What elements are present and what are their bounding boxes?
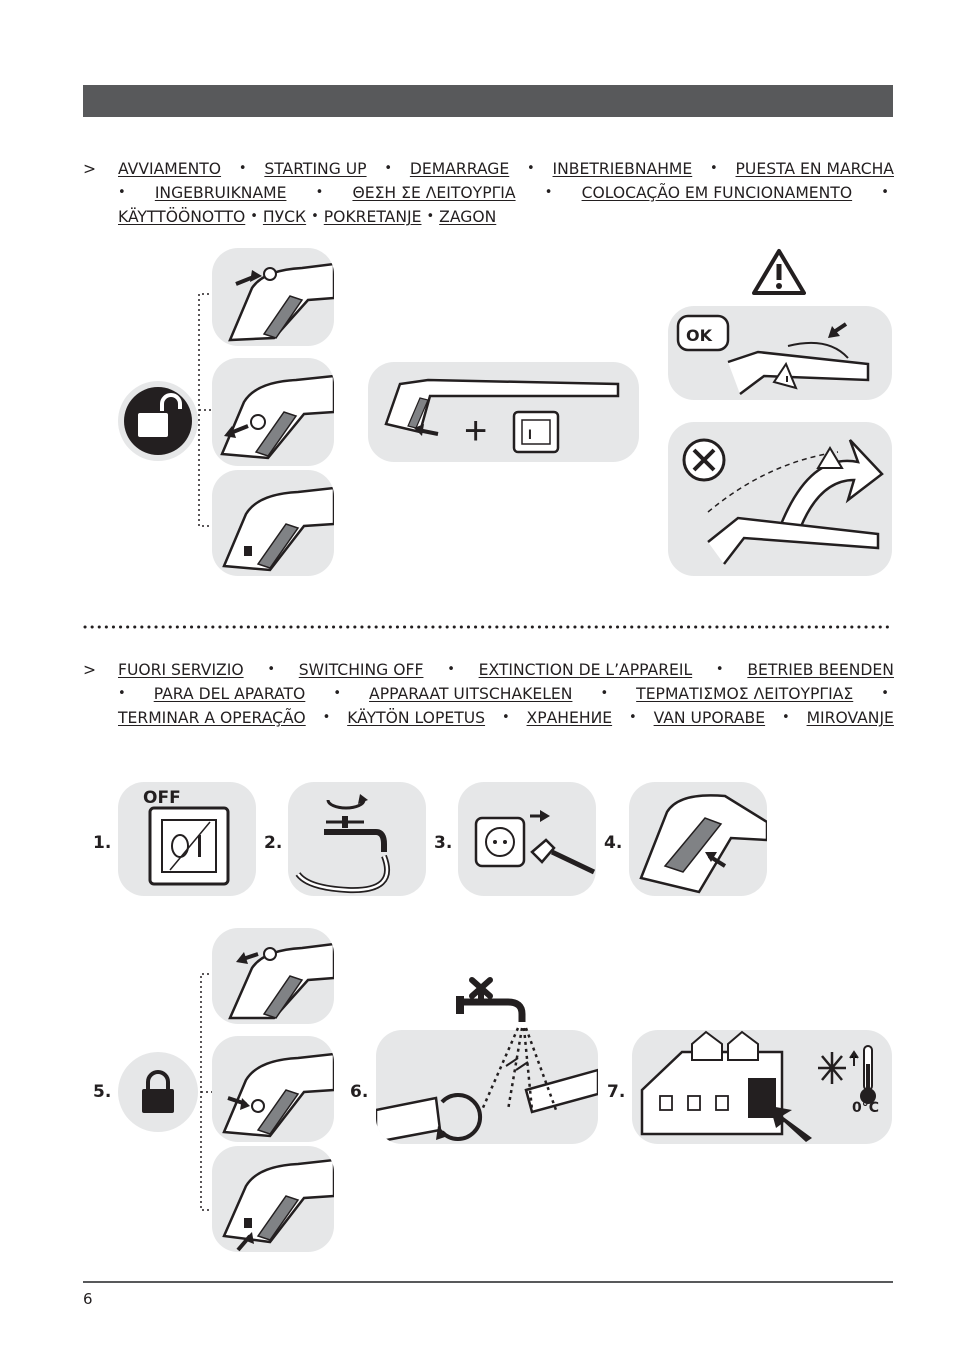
title-pt: TERMINAR A OPERAÇÃO — [118, 709, 306, 727]
step-number: 2. — [264, 833, 283, 853]
kickback-illustration — [682, 438, 884, 565]
close-tap-tile — [288, 782, 426, 896]
title-sl: ZAGON — [439, 208, 497, 226]
title-it: AVVIAMENTO — [118, 160, 222, 178]
lance-connect-tile: + I — [368, 362, 639, 462]
title-sl: MIROVANJE — [806, 709, 894, 727]
title-ru: ПУСК — [262, 208, 307, 226]
step-number: 3. — [434, 833, 453, 853]
heading-line: • PARA DEL APARATO• APPARAAT UITSCHAKELE… — [118, 682, 894, 706]
water-tap-icon — [456, 977, 558, 1111]
title-hr: VAN UPORABE — [653, 709, 766, 727]
title-fr: EXTINCTION DE L’APPAREIL — [478, 661, 693, 679]
correct-grip-tile: OK — [668, 306, 892, 400]
off-label: OFF — [143, 788, 181, 808]
warning-icon — [752, 249, 806, 295]
bracket-connector — [198, 293, 214, 527]
heading-line: AVVIAMENTO• STARTING UP• DEMARRAGE• INBE… — [118, 157, 894, 181]
title-de: BETRIEB BEENDEN — [747, 661, 894, 679]
header-bar — [83, 85, 893, 117]
heading-line: • INGEBRUIKNAME• ΘΕΣΗ ΣΕ ΛΕΙΤΟΥΡΓΙΑ• COL… — [118, 181, 894, 205]
title-fi: KÄYTTÖÖNOTTO — [118, 208, 246, 226]
spray-lance-icon: + I — [384, 378, 620, 454]
socket-plug-icon — [474, 810, 596, 875]
trigger-gun-icon — [220, 374, 334, 460]
trigger-gun-icon — [639, 794, 767, 894]
lock-badge — [118, 1052, 198, 1132]
step-number: 5. — [93, 1082, 112, 1102]
hose-coupling-icon — [376, 1057, 598, 1144]
trigger-gun-icon — [222, 1052, 334, 1138]
title-es: PUESTA EN MARCHA — [735, 160, 894, 178]
two-hand-grip-illustration — [676, 314, 870, 395]
section-marker: > — [83, 160, 97, 178]
title-fr: DEMARRAGE — [409, 160, 510, 178]
title-it: FUORI SERVIZIO — [118, 661, 244, 679]
snowflake-thermometer-icon — [818, 1045, 876, 1104]
bracket-connector — [200, 973, 214, 1211]
trigger-push-tile — [212, 358, 334, 466]
section-divider — [83, 625, 895, 629]
switch-off-tile: OFF — [118, 782, 256, 896]
water-tap-icon — [295, 794, 391, 894]
title-el: ΘΕΣΗ ΣΕ ΛΕΙΤΟΥΡΓΙΑ — [352, 184, 516, 202]
unplug-tile — [458, 782, 596, 896]
lock-icon — [128, 1062, 188, 1122]
step-number: 1. — [93, 833, 112, 853]
title-el: ΤΕΡΜΑΤΙΣΜΟΣ ΛΕΙΤΟΥΡΓΙΑΣ — [636, 685, 854, 703]
trigger-gun-icon — [222, 486, 334, 572]
title-es: PARA DEL APARATO — [153, 685, 306, 703]
trigger-gun-icon — [228, 262, 334, 342]
title-en: STARTING UP — [264, 160, 367, 178]
footer-rule — [83, 1281, 893, 1283]
trigger-locked-tile — [212, 470, 334, 576]
step-number: 4. — [604, 833, 623, 853]
incorrect-grip-tile — [668, 422, 892, 576]
title-de: INBETRIEBNAHME — [552, 160, 693, 178]
heading-line: FUORI SERVIZIO• SWITCHING OFF• EXTINCTIO… — [118, 658, 894, 682]
ok-label: OK — [686, 326, 712, 345]
heading-line: KÄYTTÖÖNOTTO• ПУСК• POKRETANJE• ZAGON — [118, 205, 894, 229]
trigger-locked-tile — [212, 1146, 334, 1252]
trigger-gun-icon — [228, 942, 334, 1020]
trigger-release-tile — [212, 928, 334, 1024]
title-en: SWITCHING OFF — [298, 661, 424, 679]
heading-line: TERMINAR A OPERAÇÃO• KÄYTÖN LOPETUS• ХРА… — [118, 706, 894, 730]
section-marker: > — [83, 661, 97, 679]
temperature-label: 0°C — [852, 1100, 880, 1116]
title-fi: KÄYTÖN LOPETUS — [347, 709, 486, 727]
title-nl: APPARAAT UITSCHAKELEN — [369, 685, 573, 703]
title-pt: COLOCAÇÃO EM FUNCIONAMENTO — [581, 184, 853, 202]
trigger-unlock-tile — [212, 248, 334, 346]
power-switch-icon — [148, 806, 230, 886]
trigger-lock-tile — [212, 1036, 334, 1142]
title-ru: ХРАНЕНИЕ — [526, 709, 613, 727]
title-hr: POKRETANJE — [323, 208, 422, 226]
svg-text:+: + — [464, 409, 487, 453]
release-pressure-tile — [629, 782, 767, 896]
title-nl: INGEBRUIKNAME — [154, 184, 287, 202]
disconnect-hose-tile — [376, 1030, 598, 1144]
page-number: 6 — [83, 1290, 93, 1308]
unlock-badge — [118, 381, 198, 461]
unlock-icon — [124, 387, 192, 455]
trigger-gun-icon — [222, 1158, 334, 1252]
svg-text:I: I — [528, 426, 532, 442]
step-number: 6. — [350, 1082, 369, 1102]
house-storage-icon — [640, 1030, 812, 1142]
store-indoors-tile — [632, 1030, 892, 1144]
step-number: 7. — [607, 1082, 626, 1102]
